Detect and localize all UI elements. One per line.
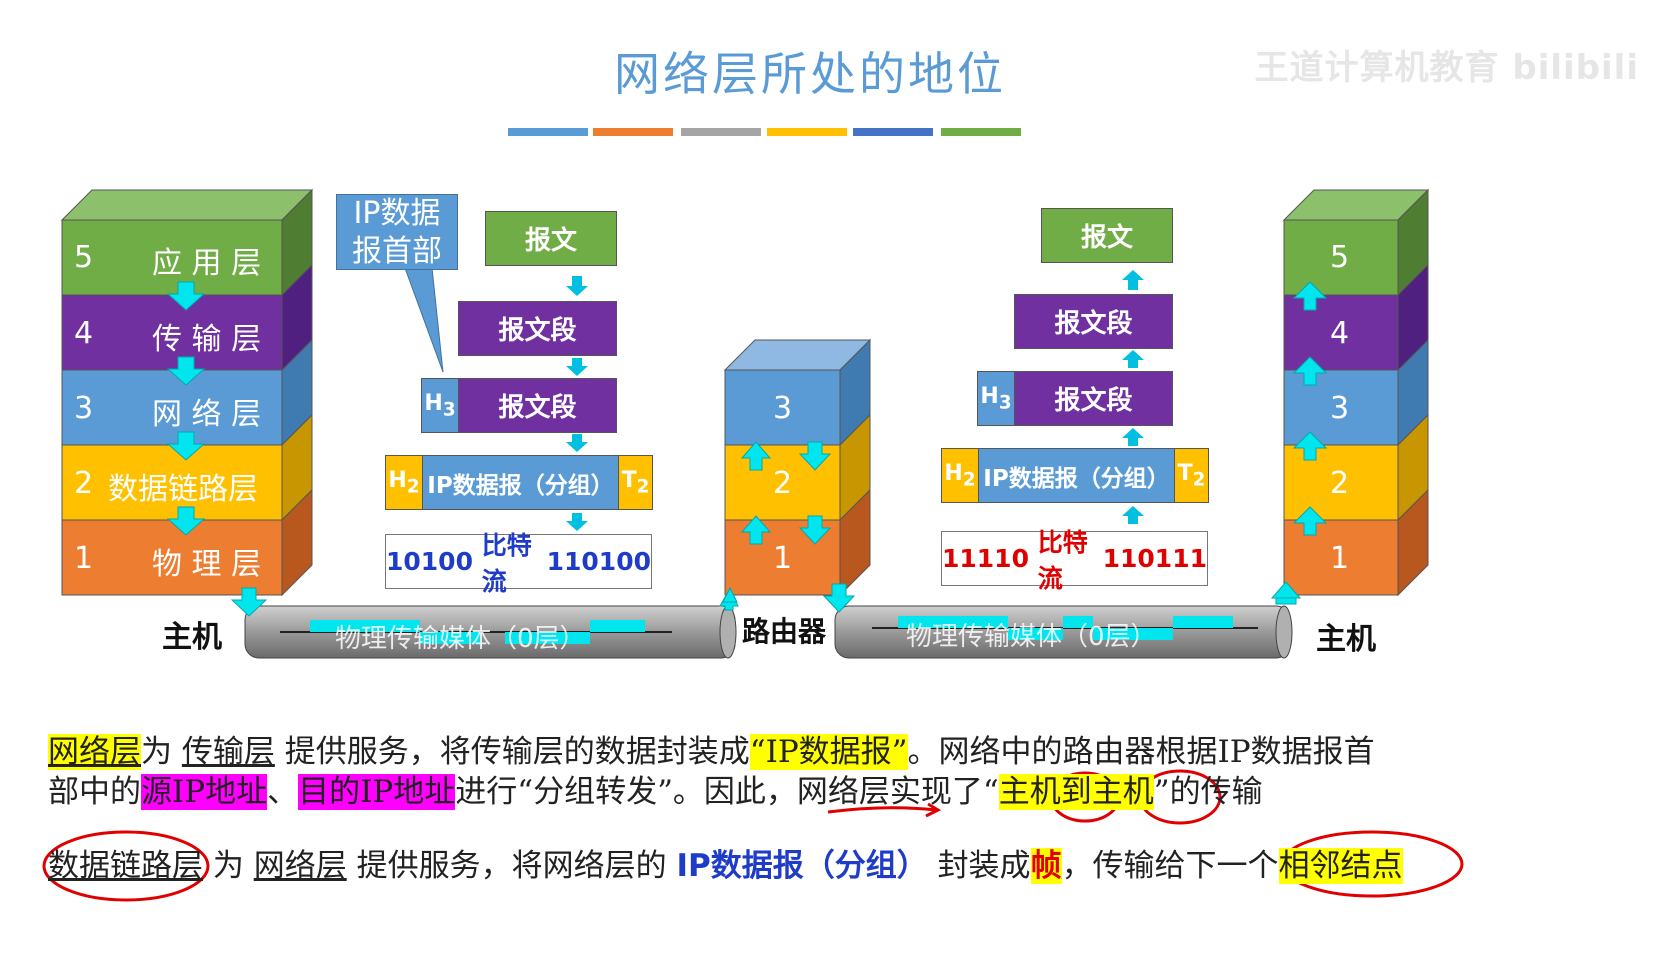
left-h3-segment-box: 报文段 [458, 378, 617, 433]
p1-for: 为 [141, 734, 172, 770]
p1-transport-layer: 传输层 [181, 734, 275, 770]
page-title: 网络层所处的地位 [614, 47, 1006, 101]
left-bits-b: 110100 [546, 547, 651, 576]
right-layer-4-num: 4 [1330, 316, 1350, 351]
p1-provide: 提供服务，将传输层的数据封装成 [284, 734, 750, 770]
right-encap-arrows [1122, 270, 1144, 524]
p1-transmission: ”的传输 [1153, 774, 1263, 810]
right-message-box: 报文 [1041, 208, 1173, 263]
p1-router: 。网络中的路由器根据IP数据报首 [907, 734, 1375, 770]
p1-header-in: 部中的 [48, 774, 141, 810]
right-h3-box: H3 [977, 371, 1015, 426]
right-segment-box: 报文段 [1014, 294, 1173, 349]
right-layer-3-num: 3 [1330, 391, 1350, 426]
watermark: 王道计算机教育 bilibili [1254, 48, 1639, 88]
p2-ip-datagram: IP数据报（分组） [676, 848, 928, 884]
p1-host-to-host: 主机到主机 [998, 774, 1154, 810]
p2-for: 为 [212, 848, 244, 884]
left-layer-2-num: 2 [74, 466, 94, 501]
left-media-label: 物理传输媒体（0层） [335, 624, 586, 654]
right-h2-text: H2 [944, 460, 976, 491]
left-t2-box: T2 [618, 455, 653, 510]
right-datagram-box: IP数据报（分组） [978, 448, 1175, 503]
color-bar-5 [853, 128, 933, 136]
right-media-label: 物理传输媒体（0层） [906, 622, 1157, 652]
p1-network-layer: 网络层 [48, 734, 141, 770]
right-t2-box: T2 [1174, 448, 1209, 503]
right-pipe [834, 605, 1293, 659]
paragraph-data-link-layer: 数据链路层 为 网络层 提供服务，将网络层的 IP数据报（分组） 封装成帧，传输… [48, 846, 1403, 886]
left-pipe [244, 605, 737, 659]
router-stack [723, 338, 872, 597]
router-layer-3-num: 3 [773, 391, 793, 426]
left-host-stack [60, 188, 314, 597]
color-bar-4 [767, 128, 847, 136]
left-layer-1-name: 物 理 层 [152, 547, 262, 582]
p1-src-ip: 源IP地址 [141, 774, 268, 810]
left-h2-text: H2 [388, 467, 420, 498]
p1-network-layer-2: 网络层 [796, 774, 890, 810]
left-host-label: 主机 [162, 620, 222, 655]
right-h3-segment-box: 报文段 [1014, 371, 1173, 426]
right-host-stack [1282, 188, 1430, 597]
p2-provide: 提供服务，将网络层的 [356, 848, 667, 884]
color-bar-1 [508, 128, 588, 136]
color-bar-6 [941, 128, 1021, 136]
p1-realize: 实现了“ [889, 774, 999, 810]
router-layer-1-num: 1 [773, 541, 793, 576]
left-h2-box: H2 [385, 455, 423, 510]
right-t2-text: T2 [1177, 460, 1206, 491]
p2-data-link-layer: 数据链路层 [48, 848, 203, 884]
router-label: 路由器 [742, 615, 827, 648]
right-layer-5-num: 5 [1330, 240, 1350, 275]
left-segment-box: 报文段 [458, 301, 617, 356]
right-bits-a: 11110 [942, 544, 1029, 573]
p2-adjacent-node: 相邻结点 [1278, 848, 1403, 884]
left-datagram-box: IP数据报（分组） [422, 455, 619, 510]
p2-network-layer: 网络层 [253, 848, 347, 884]
right-h2-box: H2 [941, 448, 979, 503]
left-layer-5-name: 应 用 层 [152, 246, 262, 281]
p1-sep: 、 [267, 774, 299, 810]
right-bits-label: 比特流 [1037, 527, 1088, 593]
right-bitstream-box: 11110 比特流 110111 [941, 528, 1208, 593]
left-layer-4-num: 4 [74, 316, 94, 351]
left-bits-a: 10100 [386, 547, 473, 576]
ip-header-callout: IP数据 报首部 [336, 194, 458, 270]
left-layer-3-name: 网 络 层 [152, 397, 262, 432]
left-layer-1-num: 1 [74, 541, 94, 576]
p1-dst-ip: 目的IP地址 [298, 774, 456, 810]
p1-ip-datagram: “IP数据报” [749, 734, 908, 770]
left-layer-2-name: 数据链路层 [108, 472, 258, 507]
left-layer-4-name: 传 输 层 [152, 322, 262, 357]
left-h3-text: H3 [424, 390, 456, 421]
right-layer-2-num: 2 [1330, 466, 1350, 501]
p2-encap: 封装成 [937, 848, 1031, 884]
right-h3-text: H3 [980, 383, 1012, 414]
right-host-label: 主机 [1316, 622, 1376, 657]
callout-pointer [404, 267, 444, 373]
paragraph-network-layer: 网络层为 传输层 提供服务，将传输层的数据封装成“IP数据报”。网络中的路由器根… [48, 732, 1375, 812]
p2-transmit: ，传输给下一个 [1061, 848, 1279, 884]
right-host-arrows [1270, 281, 1328, 605]
left-bits-label: 比特流 [481, 530, 532, 596]
left-layer-3-num: 3 [74, 391, 94, 426]
right-layer-1-num: 1 [1330, 541, 1350, 576]
left-t2-text: T2 [621, 467, 650, 498]
color-bar-3 [681, 128, 761, 136]
left-bitstream-box: 10100 比特流 110100 [385, 531, 652, 596]
router-arrows [719, 441, 856, 613]
left-encap-arrows [566, 276, 588, 531]
left-h3-box: H3 [421, 378, 459, 433]
router-layer-2-num: 2 [773, 466, 793, 501]
left-host-arrows [166, 281, 268, 617]
color-bar-2 [593, 128, 673, 136]
p2-frame: 帧 [1030, 848, 1062, 884]
p1-forwarding: 进行“分组转发”。因此， [455, 774, 797, 810]
left-layer-5-num: 5 [74, 240, 94, 275]
right-bits-b: 110111 [1102, 544, 1207, 573]
left-message-box: 报文 [485, 211, 617, 266]
